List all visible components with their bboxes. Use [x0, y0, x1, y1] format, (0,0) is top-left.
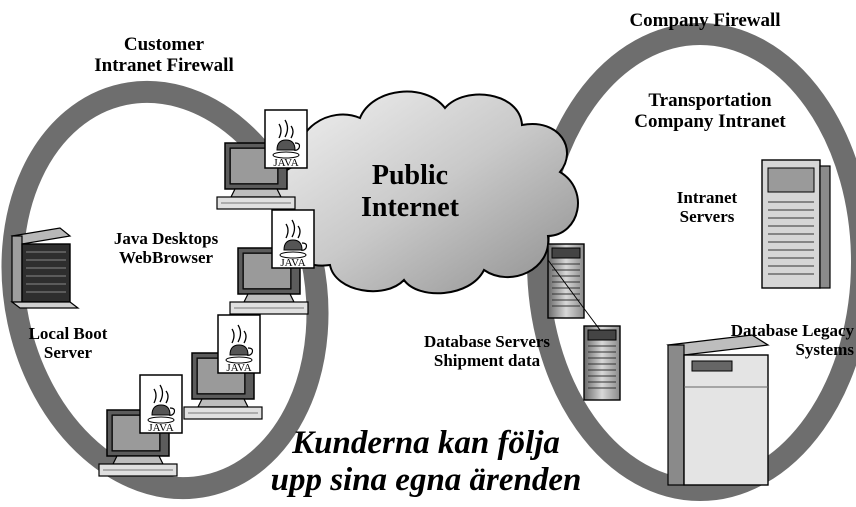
company-firewall-text: Company Firewall [629, 10, 781, 31]
java-badge-text: JAVA [148, 422, 173, 434]
cloud-to-db-line [547, 259, 601, 331]
intranet-servers-line1: Intranet [676, 188, 738, 207]
intranet-server-tower-icon [761, 159, 831, 289]
public-internet-label: Public Internet [340, 160, 480, 224]
intranet-servers-label: Intranet Servers [662, 188, 752, 226]
local-boot-line1: Local Boot [28, 324, 108, 343]
transport-intranet-line2: Company Intranet [634, 111, 786, 133]
local-boot-server-icon [10, 227, 80, 309]
java-desktops-line2: WebBrowser [118, 248, 214, 268]
db-servers-label: Database Servers Shipment data [404, 332, 570, 370]
database-server-cabinet-1 [547, 243, 585, 319]
local-boot-line2: Server [43, 343, 93, 363]
customer-firewall-label: Customer Intranet Firewall [88, 34, 240, 77]
java-badge-text: JAVA [273, 157, 298, 169]
db-legacy-line2: Systems [795, 340, 854, 360]
db-servers-line2: Shipment data [433, 351, 541, 371]
intranet-servers-line2: Servers [679, 207, 735, 227]
java-badge-text: JAVA [226, 362, 251, 374]
database-server-cabinet-2 [583, 325, 621, 401]
db-legacy-line1: Database Legacy [730, 321, 854, 340]
legacy-mainframe-icon [666, 334, 770, 486]
slogan-line1: Kunderna kan följa [292, 425, 560, 461]
customer-firewall-line1: Customer [123, 34, 205, 55]
transport-intranet-line1: Transportation [648, 90, 772, 111]
transport-intranet-label: Transportation Company Intranet [610, 90, 810, 133]
java-desktops-line1: Java Desktops [113, 229, 219, 248]
slogan-text: Kunderna kan följa upp sina egna ärenden [216, 425, 636, 499]
public-internet-line1: Public [371, 160, 449, 191]
db-legacy-label: Database Legacy Systems [686, 321, 854, 359]
java-badge-1: JAVA [264, 109, 308, 169]
java-badge-2: JAVA [271, 209, 315, 269]
local-boot-label: Local Boot Server [22, 324, 114, 362]
customer-firewall-line2: Intranet Firewall [94, 55, 234, 77]
java-badge-3: JAVA [217, 314, 261, 374]
java-badge-text: JAVA [280, 257, 305, 269]
company-firewall-label: Company Firewall [600, 10, 810, 31]
public-internet-line2: Internet [361, 192, 459, 224]
slogan-line2: upp sina egna ärenden [270, 461, 582, 498]
db-servers-line1: Database Servers [423, 332, 551, 351]
java-desktops-label: Java Desktops WebBrowser [96, 229, 236, 267]
java-badge-4: JAVA [139, 374, 183, 434]
